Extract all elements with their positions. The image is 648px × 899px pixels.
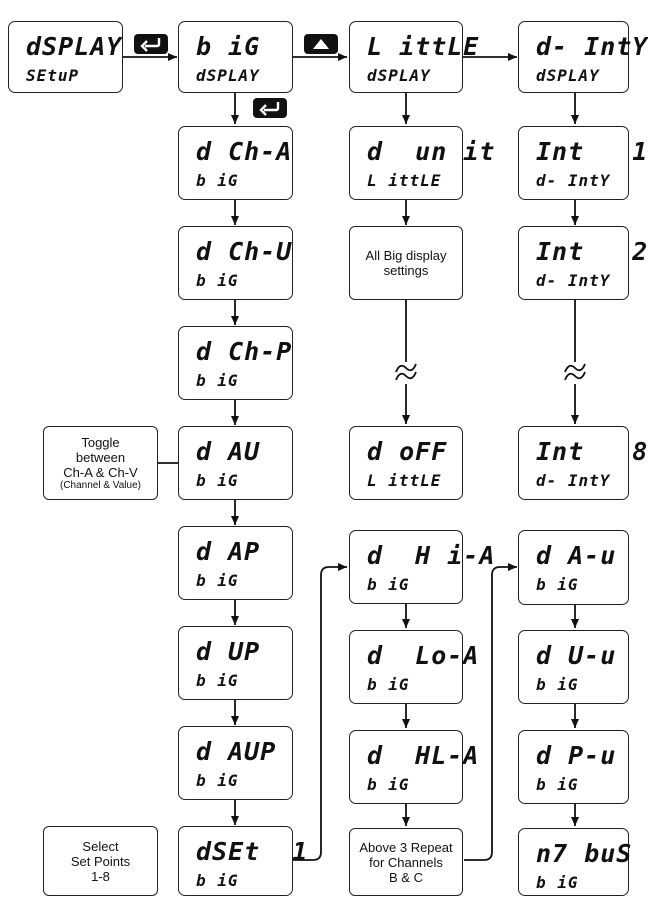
display-line-1: d AU xyxy=(196,437,261,466)
display-line-2: b iG xyxy=(367,775,410,794)
display-line-2: d- IntY xyxy=(536,471,611,490)
display-line-1: d HL-A xyxy=(367,741,480,770)
display-line-1: d UP xyxy=(196,637,261,666)
little-display-box: L ittLE dSPLAY xyxy=(349,21,478,93)
display-line-2: b iG xyxy=(196,371,239,390)
display-line-2: b iG xyxy=(196,771,239,790)
display-line-1: L ittLE xyxy=(367,32,480,61)
note-line: between xyxy=(75,449,126,465)
note-line: settings xyxy=(383,263,429,278)
display-line-2: b iG xyxy=(536,575,579,594)
display-line-2: dSPLAY xyxy=(367,66,431,85)
display-line-2: b iG xyxy=(196,871,239,890)
display-line-1: d- IntY xyxy=(536,32,648,61)
display-line-1: dSEt 1 xyxy=(196,837,309,866)
int-8-box: Int 8 d- IntY xyxy=(518,426,647,500)
d-a-u-box: d A-u b iG xyxy=(518,530,629,605)
note-line: Ch-A & Ch-V xyxy=(63,464,138,480)
d-u-u-box: d U-u b iG xyxy=(518,630,629,704)
display-line-2: d- IntY xyxy=(536,271,611,290)
display-line-1: Int 2 xyxy=(536,237,648,266)
all-big-display-settings-note: All Big display settings xyxy=(349,226,463,300)
display-line-2: b iG xyxy=(367,675,410,694)
break-symbol-c2-a xyxy=(395,363,417,373)
display-line-2: b iG xyxy=(196,571,239,590)
note-line: Select xyxy=(82,838,119,854)
big-display-box: b iG dSPLAY xyxy=(178,21,293,93)
display-line-1: d Lo-A xyxy=(367,641,480,670)
break-symbol-c3-a xyxy=(564,363,586,373)
display-line-1: d Ch-U xyxy=(196,237,293,266)
display-line-2: b iG xyxy=(196,671,239,690)
display-line-2: b iG xyxy=(536,775,579,794)
break-symbol-c2-b xyxy=(395,371,417,381)
d-off-box: d oFF L ittLE xyxy=(349,426,463,500)
note-line: All Big display xyxy=(365,248,447,263)
display-line-1: d U-u xyxy=(536,641,617,670)
display-line-2: SEtuP xyxy=(26,66,80,85)
d-lo-a-box: d Lo-A b iG xyxy=(349,630,478,704)
connector-lines xyxy=(123,53,586,861)
display-line-2: L ittLE xyxy=(367,171,442,190)
d-intensity-box: d- IntY dSPLAY xyxy=(518,21,647,93)
display-setup-box: dSPLAY SEtuP xyxy=(8,21,123,93)
display-line-2: dSPLAY xyxy=(536,66,600,85)
break-symbol-c3-b xyxy=(564,371,586,381)
display-line-1: n7 buS xyxy=(536,839,633,868)
enter-key-icon xyxy=(134,34,168,54)
d-ap-box: d AP b iG xyxy=(178,526,293,600)
repeat-channels-note: Above 3 Repeat for Channels B & C xyxy=(349,828,463,896)
d-ch-u-box: d Ch-U b iG xyxy=(178,226,293,300)
display-line-2: b iG xyxy=(367,575,410,594)
select-set-points-note: Select Set Points 1-8 xyxy=(43,826,158,896)
enter-key-icon xyxy=(253,98,287,118)
display-line-2: dSPLAY xyxy=(196,66,260,85)
display-line-1: d A-u xyxy=(536,541,617,570)
display-line-1: d oFF xyxy=(367,437,448,466)
d-au-box: d AU b iG xyxy=(178,426,293,500)
display-line-1: Int 8 xyxy=(536,437,648,466)
note-line: Set Points xyxy=(70,853,131,869)
note-line: B & C xyxy=(389,869,423,885)
display-line-1: dSPLAY xyxy=(26,32,123,61)
d-ch-p-box: d Ch-P b iG xyxy=(178,326,293,400)
display-line-2: b iG xyxy=(196,471,239,490)
display-line-1: Int 1 xyxy=(536,137,648,166)
display-line-2: d- IntY xyxy=(536,171,611,190)
display-line-2: b iG xyxy=(536,675,579,694)
int-1-box: Int 1 d- IntY xyxy=(518,126,647,200)
d-up-box: d UP b iG xyxy=(178,626,293,700)
dset-box: dSEt 1 b iG xyxy=(178,826,307,896)
int-2-box: Int 2 d- IntY xyxy=(518,226,647,300)
d-p-u-box: d P-u b iG xyxy=(518,730,629,804)
toggle-note: Toggle between Ch-A & Ch-V (Channel & Va… xyxy=(43,426,158,500)
display-line-1: d AP xyxy=(196,537,261,566)
note-line: Above 3 Repeat xyxy=(359,839,453,855)
note-line: 1-8 xyxy=(91,868,110,884)
display-line-1: d un it xyxy=(367,137,496,166)
d-ch-a-box: d Ch-A b iG xyxy=(178,126,293,200)
display-line-2: b iG xyxy=(196,171,239,190)
arrow-repeat-to-a-u xyxy=(464,563,517,861)
up-arrow-key-icon xyxy=(304,34,338,54)
note-line: for Channels xyxy=(369,854,443,870)
arrow-dset-to-hi-a xyxy=(293,563,347,861)
display-line-1: d P-u xyxy=(536,741,617,770)
note-line: (Channel & Value) xyxy=(60,479,141,491)
d-aup-box: d AUP b iG xyxy=(178,726,293,800)
d-unit-box: d un it L ittLE xyxy=(349,126,494,200)
display-line-2: b iG xyxy=(536,873,579,892)
display-line-1: d Ch-P xyxy=(196,337,293,366)
display-line-1: d H i-A xyxy=(367,541,496,570)
display-line-1: d Ch-A xyxy=(196,137,293,166)
modbus-box: n7 buS b iG xyxy=(518,828,633,896)
d-hi-a-box: d H i-A b iG xyxy=(349,530,494,604)
display-setup-flow-diagram: dSPLAY SEtuP b iG dSPLAY d Ch-A b iG d C… xyxy=(8,21,647,896)
display-line-1: b iG xyxy=(196,32,261,61)
note-line: Toggle xyxy=(81,434,120,450)
display-line-1: d AUP xyxy=(196,737,277,766)
d-hl-a-box: d HL-A b iG xyxy=(349,730,478,804)
display-line-2: L ittLE xyxy=(367,471,442,490)
display-line-2: b iG xyxy=(196,271,239,290)
